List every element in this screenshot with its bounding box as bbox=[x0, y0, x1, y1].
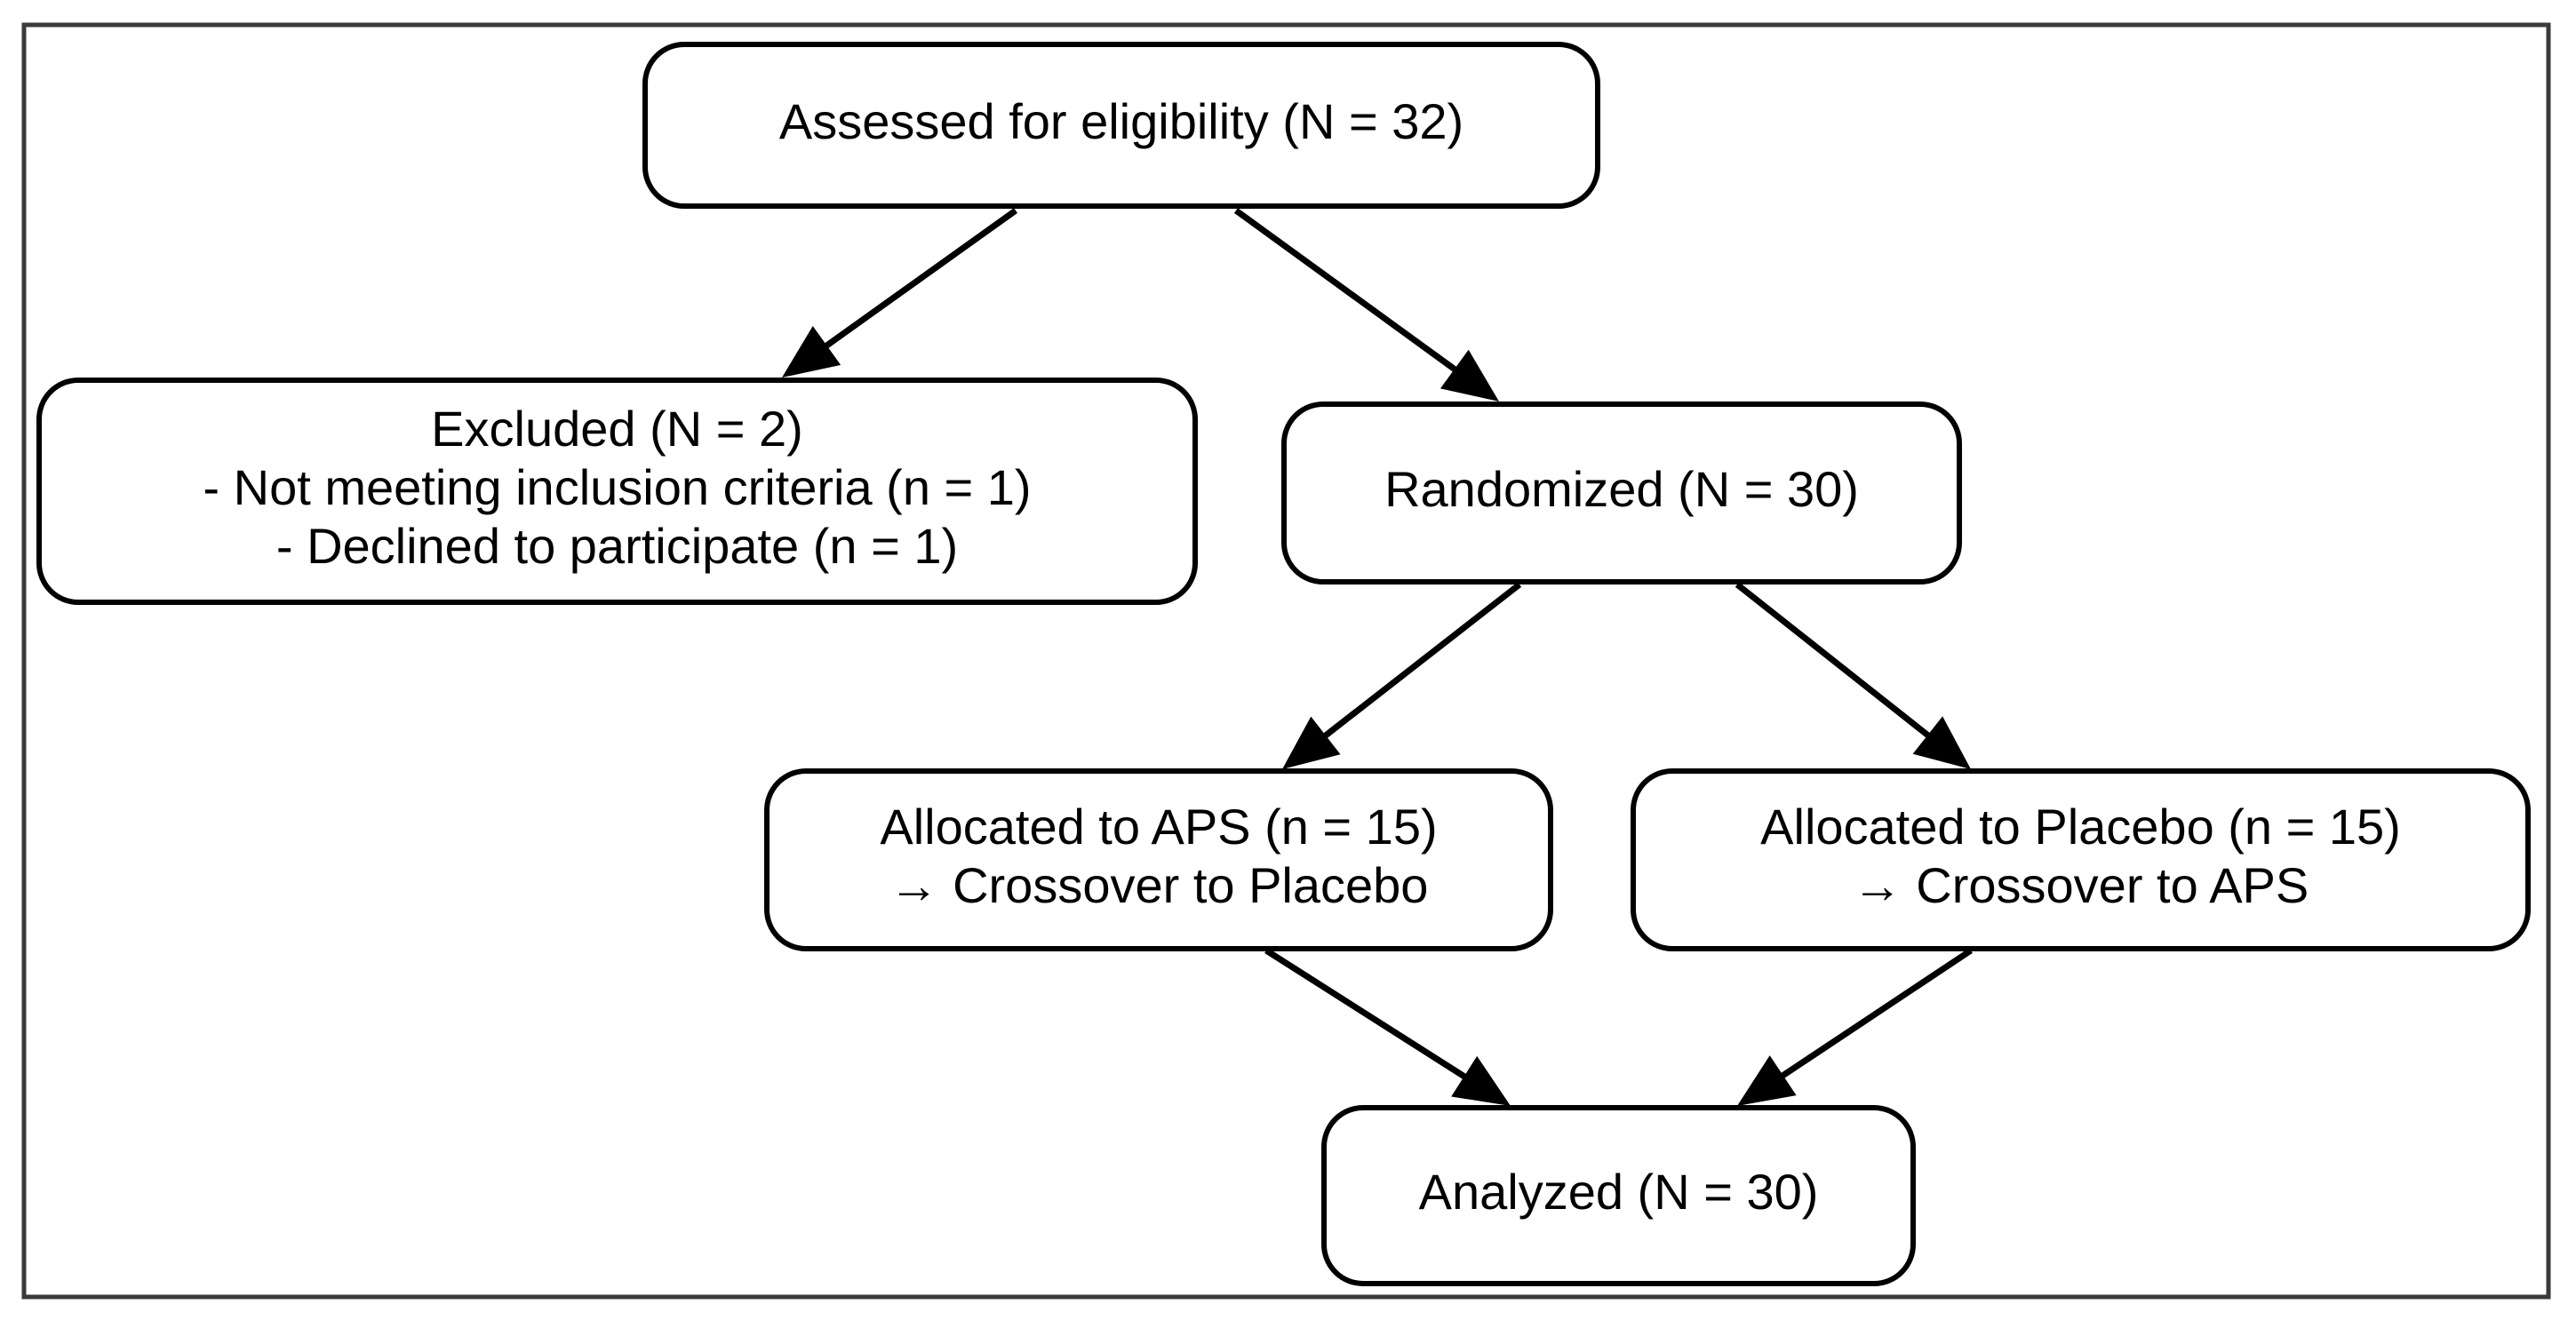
edge-assessed-to-randomized bbox=[1233, 208, 1499, 402]
edge-assessed-to-randomized-arrowhead-icon bbox=[1440, 349, 1499, 402]
edges-layer bbox=[782, 208, 1973, 1106]
nodes-layer: Assessed for eligibility (N = 32) Exclude… bbox=[36, 42, 2531, 1286]
excluded-node-label-line-1: Excluded (N = 2) bbox=[431, 401, 803, 457]
allocated-to-aps-node: Allocated to APS (n = 15)→ Crossover to … bbox=[764, 768, 1553, 951]
excluded-node: Excluded (N = 2)- Not meeting inclusion … bbox=[36, 378, 1198, 605]
excluded-node-label-line-3: - Declined to participate (n = 1) bbox=[276, 518, 958, 574]
randomized-node: Randomized (N = 30) bbox=[1281, 402, 1962, 584]
edge-randomized-to-allocated-aps-arrowhead-icon bbox=[1282, 716, 1341, 769]
excluded-node-shape bbox=[36, 378, 1198, 605]
allocated-to-placebo-node-shape bbox=[1631, 768, 2531, 951]
edge-randomized-to-allocated-aps-line bbox=[1318, 582, 1522, 743]
excluded-node-label-line-2: - Not meeting inclusion criteria (n = 1) bbox=[203, 459, 1031, 515]
edge-assessed-to-excluded-line bbox=[818, 208, 1018, 353]
edge-allocated-aps-to-analyzed-line bbox=[1264, 948, 1472, 1083]
analyzed-node-shape bbox=[1321, 1105, 1916, 1286]
randomized-node-label-line-1: Randomized (N = 30) bbox=[1384, 461, 1859, 517]
edge-allocated-aps-to-analyzed-arrowhead-icon bbox=[1451, 1055, 1511, 1106]
assessed-for-eligibility-node: Assessed for eligibility (N = 32) bbox=[642, 42, 1600, 209]
allocated-to-placebo-node: Allocated to Placebo (n = 15)→ Crossover… bbox=[1631, 768, 2531, 951]
allocated-to-aps-node-label-line-2: → Crossover to Placebo bbox=[889, 857, 1429, 913]
outer-frame bbox=[21, 22, 2551, 1300]
edge-allocated-placebo-to-analyzed bbox=[1737, 948, 1973, 1106]
edge-allocated-aps-to-analyzed bbox=[1264, 948, 1511, 1106]
edge-randomized-to-allocated-aps bbox=[1282, 582, 1522, 769]
allocated-to-aps-node-shape bbox=[764, 768, 1553, 951]
assessed-for-eligibility-node-shape bbox=[642, 42, 1600, 209]
randomized-node-shape bbox=[1281, 402, 1962, 584]
edge-assessed-to-excluded-arrowhead-icon bbox=[782, 325, 841, 378]
allocated-to-placebo-node-label-line-2: → Crossover to APS bbox=[1853, 857, 2309, 913]
edge-allocated-placebo-to-analyzed-line bbox=[1775, 948, 1973, 1082]
edge-assessed-to-randomized-line bbox=[1233, 208, 1463, 377]
edge-randomized-to-allocated-placebo bbox=[1735, 582, 1971, 769]
analyzed-node-label-line-1: Analyzed (N = 30) bbox=[1419, 1164, 1819, 1220]
assessed-for-eligibility-node-label-line-1: Assessed for eligibility (N = 32) bbox=[779, 93, 1463, 149]
edge-allocated-placebo-to-analyzed-arrowhead-icon bbox=[1737, 1055, 1797, 1106]
analyzed-node: Analyzed (N = 30) bbox=[1321, 1105, 1916, 1286]
allocated-to-aps-node-label-line-1: Allocated to APS (n = 15) bbox=[880, 799, 1437, 855]
allocated-to-placebo-node-label-line-1: Allocated to Placebo (n = 15) bbox=[1760, 799, 2401, 855]
edge-randomized-to-allocated-placebo-arrowhead-icon bbox=[1912, 716, 1971, 769]
edge-randomized-to-allocated-placebo-line bbox=[1735, 582, 1935, 743]
edge-assessed-to-excluded bbox=[782, 208, 1018, 378]
